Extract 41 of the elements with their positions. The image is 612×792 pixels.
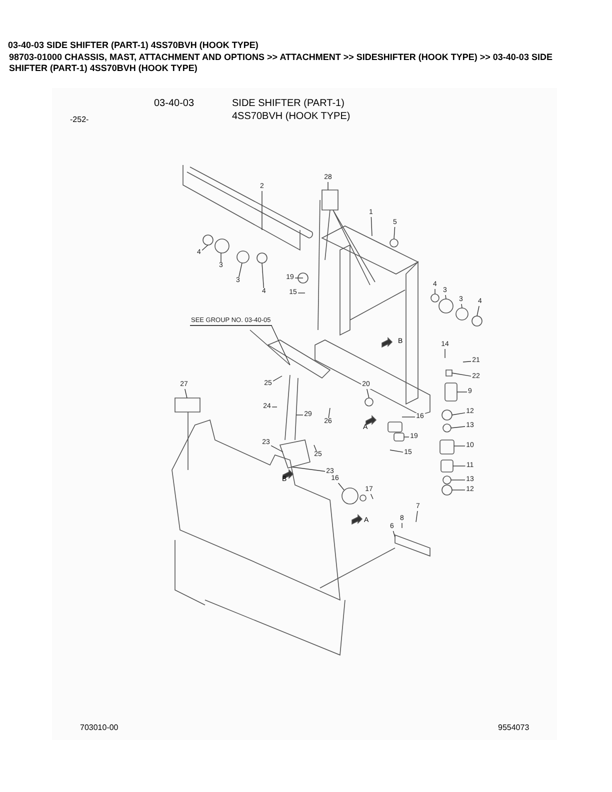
leader-line <box>392 530 396 538</box>
leader-line <box>296 414 304 416</box>
leader-line <box>370 216 372 236</box>
leader-line <box>220 252 222 262</box>
leader-line <box>238 262 242 278</box>
leader-line <box>272 406 278 408</box>
leader-line <box>272 376 282 382</box>
leader-line <box>461 304 462 308</box>
drawing-title: SIDE SHIFTER (PART-1) <box>232 98 344 109</box>
leader-line <box>444 348 446 358</box>
leader-line <box>270 445 284 452</box>
leader-line <box>394 226 396 240</box>
leader-line <box>271 326 290 366</box>
leader-line <box>184 388 188 398</box>
leader-line <box>434 288 436 294</box>
leader-line <box>338 482 344 490</box>
leader-line <box>202 244 208 251</box>
leader-line <box>314 444 317 452</box>
leader-line <box>298 292 306 294</box>
leader-line <box>328 408 330 418</box>
leader-line <box>402 416 416 418</box>
page-number: -252- <box>70 115 89 124</box>
leader-line <box>452 412 466 416</box>
drawing-number: 703010-00 <box>80 723 118 732</box>
leader-line <box>370 494 374 500</box>
section-number: 03-40-03 <box>154 98 194 109</box>
leader-line <box>445 294 446 300</box>
leader-line <box>462 361 472 362</box>
leader-line <box>292 466 326 472</box>
drawing-subtitle: 4SS70BVH (HOOK TYPE) <box>232 111 350 122</box>
leader-line <box>262 262 264 288</box>
leader-line <box>450 426 466 428</box>
leader-line <box>390 450 404 453</box>
leader-line <box>404 436 410 438</box>
leader-line <box>476 306 480 316</box>
breadcrumb-text: 98703-01000 CHASSIS, MAST, ATTACHMENT AND OPTIONS >> ATTACHMENT >> SIDESHIFTER (HOOK TYPE) >> 03-40-03 SIDE SHIFTER (PART-1) 4SS70BVH (HOOK TYPE) <box>9 52 554 74</box>
page-title: 03-40-03 SIDE SHIFTER (PART-1) 4SS70BVH (HOOK TYPE) <box>8 40 258 50</box>
part-number: 9554073 <box>498 723 530 732</box>
leader-line <box>416 510 418 522</box>
leader-line <box>366 388 370 398</box>
leader-line <box>452 372 472 377</box>
